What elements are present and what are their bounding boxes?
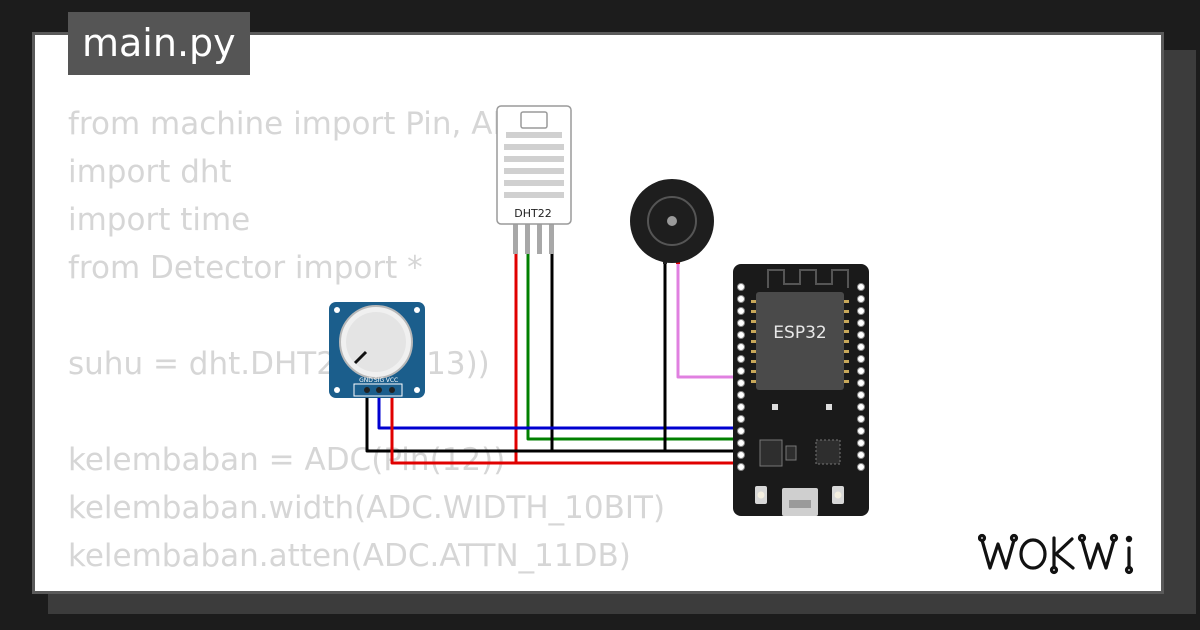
- wire-green-dht: [526, 252, 738, 441]
- dht22-sensor[interactable]: DHT22: [496, 105, 572, 254]
- code-line: from Detector import *: [68, 250, 423, 286]
- code-line: from machine import Pin, ADC: [68, 106, 538, 142]
- wire-pink-buzzer: [676, 262, 738, 379]
- buzzer[interactable]: [630, 179, 714, 264]
- esp32-left-pins: [737, 283, 745, 471]
- esp32-board[interactable]: ESP32: [733, 264, 869, 516]
- knob-indicator: [353, 350, 368, 365]
- pot-pin-vcc: VCC: [386, 377, 398, 384]
- file-tab[interactable]: main.py: [68, 12, 250, 75]
- code-line: kelembaban.atten(ADC.ATTN_11DB): [68, 538, 631, 574]
- wire-black-pot: [365, 390, 552, 453]
- esp32-right-pins: [857, 283, 865, 471]
- dht22-grille: [504, 132, 564, 198]
- code-line: kelembaban.width(ADC.WIDTH_10BIT): [68, 490, 666, 526]
- diagram-card: [32, 32, 1164, 594]
- code-line: kelembaban = ADC(Pin(12)): [68, 442, 506, 478]
- code-line: import dht: [68, 154, 232, 190]
- wokwi-logo: [978, 533, 1134, 575]
- dht22-label: DHT22: [514, 207, 551, 220]
- pot-pin-sig: SIG: [374, 377, 385, 384]
- wire-red-pot: [390, 390, 516, 465]
- wire-red-dht: [514, 252, 738, 465]
- wire-black-dht: [550, 252, 738, 453]
- pot-pin-gnd: GND: [359, 377, 373, 384]
- esp32-module-pins: [751, 300, 849, 383]
- code-line: import time: [68, 202, 251, 238]
- esp32-label: ESP32: [773, 323, 826, 343]
- wires: [365, 252, 738, 465]
- potentiometer[interactable]: GND SIG VCC: [329, 302, 425, 398]
- code-background: from machine import Pin, ADC import dht im…: [68, 100, 665, 580]
- wire-blue-pot: [377, 390, 738, 430]
